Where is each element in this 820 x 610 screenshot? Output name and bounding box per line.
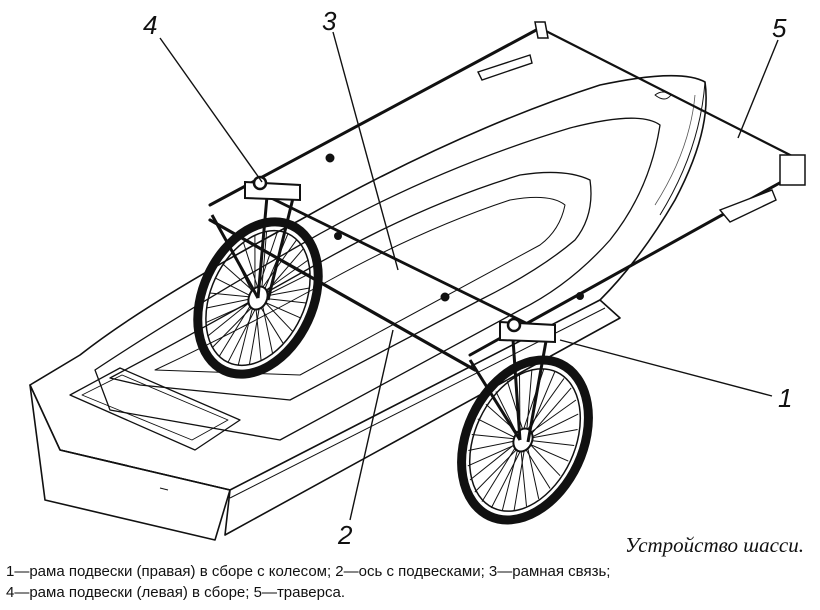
wheel-spoke — [260, 248, 304, 299]
wheel-spoke — [525, 387, 572, 441]
part-number-5: 5 — [772, 13, 787, 43]
wheel-spoke — [525, 413, 579, 441]
legend-line-2: 4—рама подвески (левая) в сборе; 5—траве… — [6, 584, 345, 601]
right-wheel — [457, 317, 593, 525]
left-wheel — [193, 175, 323, 379]
wheel-spoke — [218, 297, 256, 357]
leader-3 — [332, 31, 399, 271]
leader-5 — [737, 39, 779, 139]
leader-4 — [159, 37, 263, 183]
wheel-spoke — [206, 297, 256, 309]
wheel-spoke — [260, 233, 289, 299]
wheel-spoke — [525, 439, 540, 500]
wheel-spoke — [525, 439, 575, 446]
leader-2 — [349, 329, 394, 521]
frame-rods — [208, 21, 806, 372]
figure-caption: Устройство шасси. — [625, 533, 804, 557]
wheel-spoke — [501, 439, 521, 512]
wheel-spoke — [525, 439, 561, 477]
wheel-spoke — [477, 418, 521, 441]
part-number-2: 2 — [338, 520, 353, 550]
part-number-1: 1 — [778, 383, 793, 413]
legend: 1—рама подвески (правая) в сборе с колес… — [6, 561, 818, 603]
leader-1 — [559, 339, 773, 397]
part-number-4: 4 — [143, 10, 158, 40]
leader-lines — [159, 31, 779, 521]
boat-hull — [29, 74, 707, 541]
wheel-spoke — [215, 277, 256, 299]
part-number-3: 3 — [322, 6, 337, 36]
wheel-spoke — [481, 439, 521, 502]
wheel-spoke — [468, 439, 521, 451]
legend-line-1: 1—рама подвески (правая) в сборе с колес… — [6, 563, 611, 580]
